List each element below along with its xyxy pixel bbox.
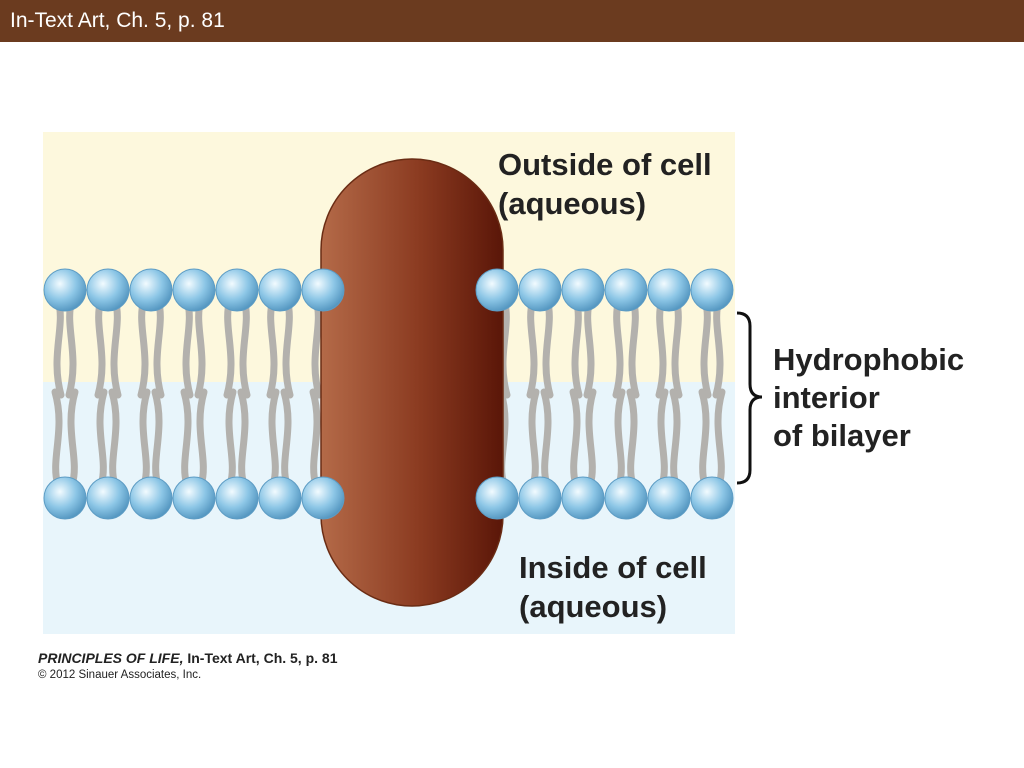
lipid-tail [151,388,163,489]
lipid-tail [655,296,667,399]
lipid-tail [223,296,235,399]
outside-label: Outside of cell (aqueous) [498,147,720,221]
lipid-tail [526,296,538,399]
phospholipid-head [690,476,734,520]
interior-label: Hydrophobic interior of bilayer [773,342,973,453]
credit-ref: In-Text Art, Ch. 5, p. 81 [187,650,338,666]
lipid-tail [268,388,280,489]
phospholipid-head [129,476,173,520]
lipid-tail [571,296,583,399]
inside-label-line2: (aqueous) [519,589,667,624]
lipid-tail [53,296,65,399]
lipid-tail [280,388,292,489]
lipid-tail [65,296,77,399]
phospholipid-head [301,476,345,520]
lipid-tail [225,388,237,489]
lipid-tail [108,388,120,489]
phospholipid-head [647,268,691,312]
lipid-tail [67,388,79,489]
lipid-tail [266,296,278,399]
title-bar: In-Text Art, Ch. 5, p. 81 [0,0,1024,42]
lipid-tail [671,296,683,399]
lipid-tail [614,388,626,489]
lipid-tail [194,296,206,399]
lipid-tail [714,388,726,489]
phospholipid-head [561,476,605,520]
lipid-tail [51,388,63,489]
inside-label: Inside of cell (aqueous) [519,550,715,624]
phospholipid-head [647,476,691,520]
credit-reference: PRINCIPLES OF LIFE, In-Text Art, Ch. 5, … [38,650,338,666]
inside-label-line1: Inside of cell [519,550,707,585]
phospholipid-heads [43,268,734,520]
interior-label-line1: Hydrophobic [773,342,964,377]
phospholipid-head [215,476,259,520]
interior-label-line3: of bilayer [773,418,911,453]
lipid-tail [282,296,294,399]
phospholipid-head [129,268,173,312]
lipid-tail [311,296,323,399]
phospholipid-head [172,476,216,520]
lipid-tail [96,388,108,489]
lipid-tail [110,296,122,399]
lipid-tail [542,296,554,399]
slide-title: In-Text Art, Ch. 5, p. 81 [10,9,225,32]
outside-label-line1: Outside of cell [498,147,712,182]
phospholipid-head [172,268,216,312]
phospholipid-head [215,268,259,312]
lipid-tail [540,388,552,489]
phospholipid-head [475,476,519,520]
lipid-tail [583,296,595,399]
lipid-tail [182,296,194,399]
phospholipid-head [518,476,562,520]
lipid-tail [180,388,192,489]
phospholipid-head [258,476,302,520]
lipid-tail [657,388,669,489]
figure-credit: PRINCIPLES OF LIFE, In-Text Art, Ch. 5, … [38,650,338,681]
lipid-tail [528,388,540,489]
credit-book-title: PRINCIPLES OF LIFE, [38,650,184,666]
membrane-protein [320,158,504,607]
phospholipid-head [86,476,130,520]
lipid-tail [569,388,581,489]
phospholipid-head [86,268,130,312]
phospholipid-head [301,268,345,312]
outside-label-line2: (aqueous) [498,186,646,221]
lipid-tail [612,296,624,399]
phospholipid-head [43,476,87,520]
phospholipid-head [518,268,562,312]
lipid-tail [698,388,710,489]
lipid-tail [626,388,638,489]
lipid-tail [196,388,208,489]
lipid-tail [139,388,151,489]
lipid-tail [153,296,165,399]
credit-copyright: © 2012 Sinauer Associates, Inc. [38,669,202,681]
lipid-tail [669,388,681,489]
lipid-tail [237,388,249,489]
lipid-tail [137,296,149,399]
phospholipid-head [43,268,87,312]
phospholipid-head [604,476,648,520]
interior-label-line2: interior [773,380,880,415]
lipid-tail [94,296,106,399]
lipid-tail [712,296,724,399]
lipid-tail [700,296,712,399]
lipid-tail [239,296,251,399]
bilayer-bracket [736,311,763,485]
lipid-tail [585,388,597,489]
lipid-tail [309,388,321,489]
phospholipid-head [604,268,648,312]
phospholipid-head [258,268,302,312]
phospholipid-head [561,268,605,312]
phospholipid-head [690,268,734,312]
lipid-tail [628,296,640,399]
phospholipid-head [475,268,519,312]
